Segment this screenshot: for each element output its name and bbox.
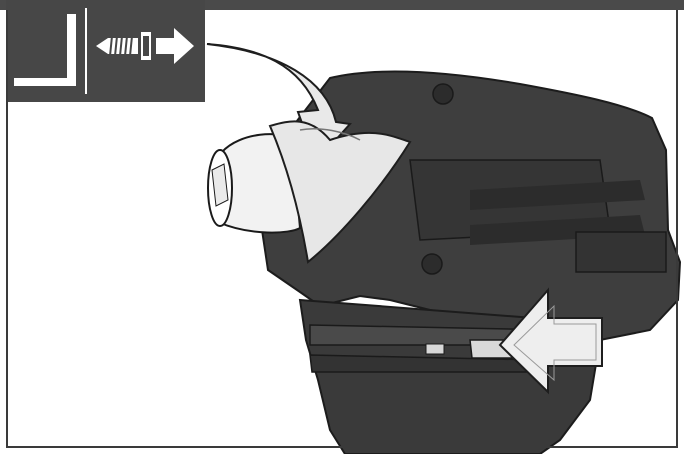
frame-right-rule [676,10,678,448]
mode-badge [6,0,205,102]
frame-left-rule [6,10,8,448]
screw-release-arrow-icon [6,0,205,102]
frame-bottom-rule [8,446,676,448]
